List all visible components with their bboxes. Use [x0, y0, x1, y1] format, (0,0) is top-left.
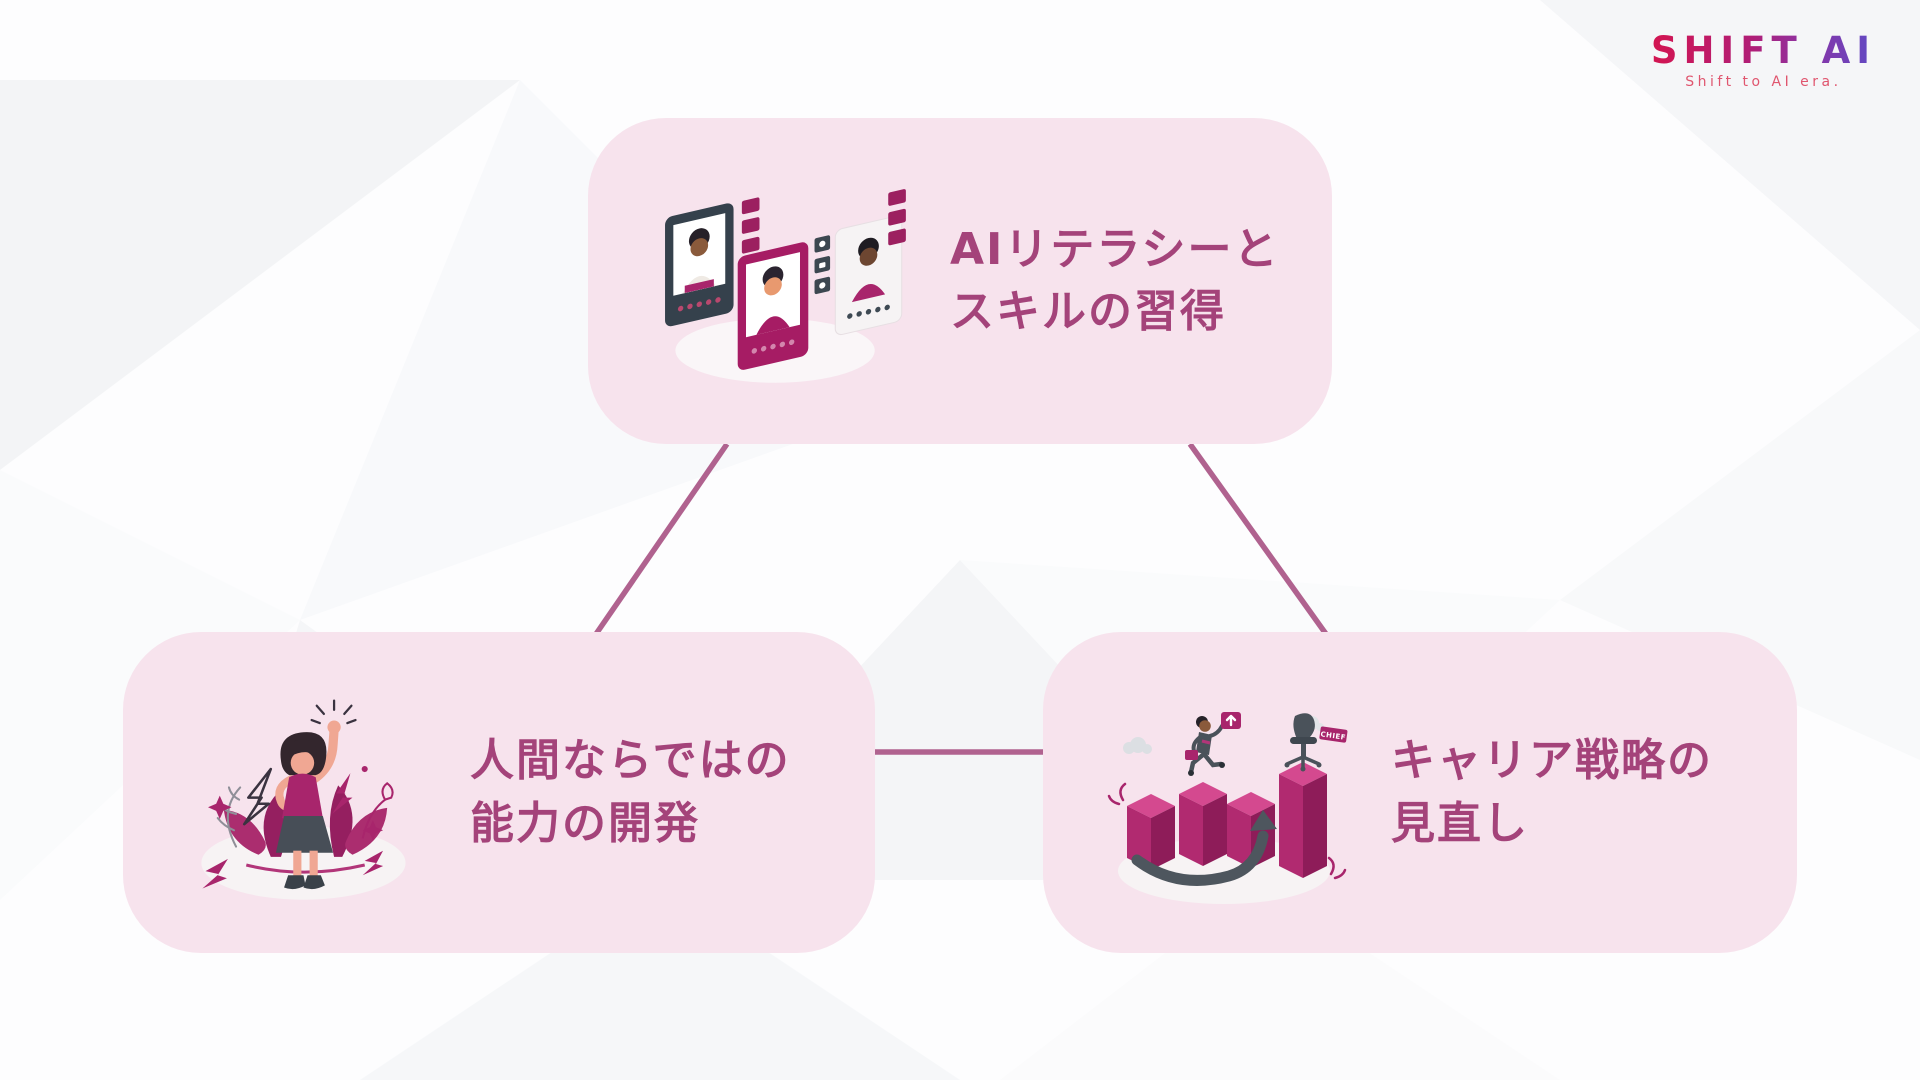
tag-icons-left [741, 197, 760, 254]
profile-card-white [834, 215, 903, 336]
connector-top-to-right [1187, 442, 1329, 636]
node-title: 人間ならではの 能力の開発 [470, 730, 791, 855]
star-icons [208, 765, 384, 841]
empowered-person-illustration [201, 699, 406, 900]
brand-wordmark: SHIFT AI [1650, 29, 1876, 72]
tag-icons-right [888, 189, 906, 246]
bar-steps [1127, 761, 1327, 878]
running-person [1185, 715, 1225, 776]
node-ai-literacy: AIリテラシーと スキルの習得 [588, 118, 1332, 444]
sprout-icon [1107, 782, 1347, 879]
brand-tagline: Shift to AI era. [1685, 74, 1842, 90]
person-figure [275, 720, 341, 890]
chief-tag: CHIEF [1319, 726, 1348, 743]
office-chair-icon [1284, 712, 1322, 771]
node-title: キャリア戦略の 見直し [1391, 730, 1713, 855]
cloud-icon [1123, 736, 1152, 754]
node-title-line: 能力の開発 [470, 797, 700, 849]
sparkle-lines [310, 699, 357, 725]
node-human-abilities: 人間ならではの 能力の開発 [123, 632, 875, 953]
profile-cards-illustration [665, 189, 906, 383]
chief-tag-label: CHIEF [1320, 730, 1347, 741]
node-title-line: キャリア戦略の [1391, 735, 1713, 787]
brand-logo: SHIFT AI Shift to AI era. [1651, 32, 1876, 90]
growth-arrow [1131, 809, 1277, 886]
profile-card-magenta [737, 242, 809, 370]
node-title: AIリテラシーと スキルの習得 [950, 219, 1280, 344]
outline-flower [361, 782, 394, 839]
lightning-bolts [202, 767, 384, 889]
career-growth-illustration: CHIEF [1107, 711, 1348, 904]
value-tag-icons [814, 235, 831, 295]
promotion-tag-icon [1221, 711, 1241, 729]
node-title-line: AIリテラシーと [950, 223, 1280, 275]
node-title-line: 人間ならではの [470, 735, 791, 787]
connector-top-to-left [593, 442, 730, 636]
node-title-line: スキルの習得 [950, 286, 1226, 337]
node-career-strategy: CHIEF キャリア戦略の 見直し [1043, 632, 1797, 953]
node-title-line: 見直し [1391, 797, 1529, 849]
profile-card-dark [665, 203, 734, 327]
